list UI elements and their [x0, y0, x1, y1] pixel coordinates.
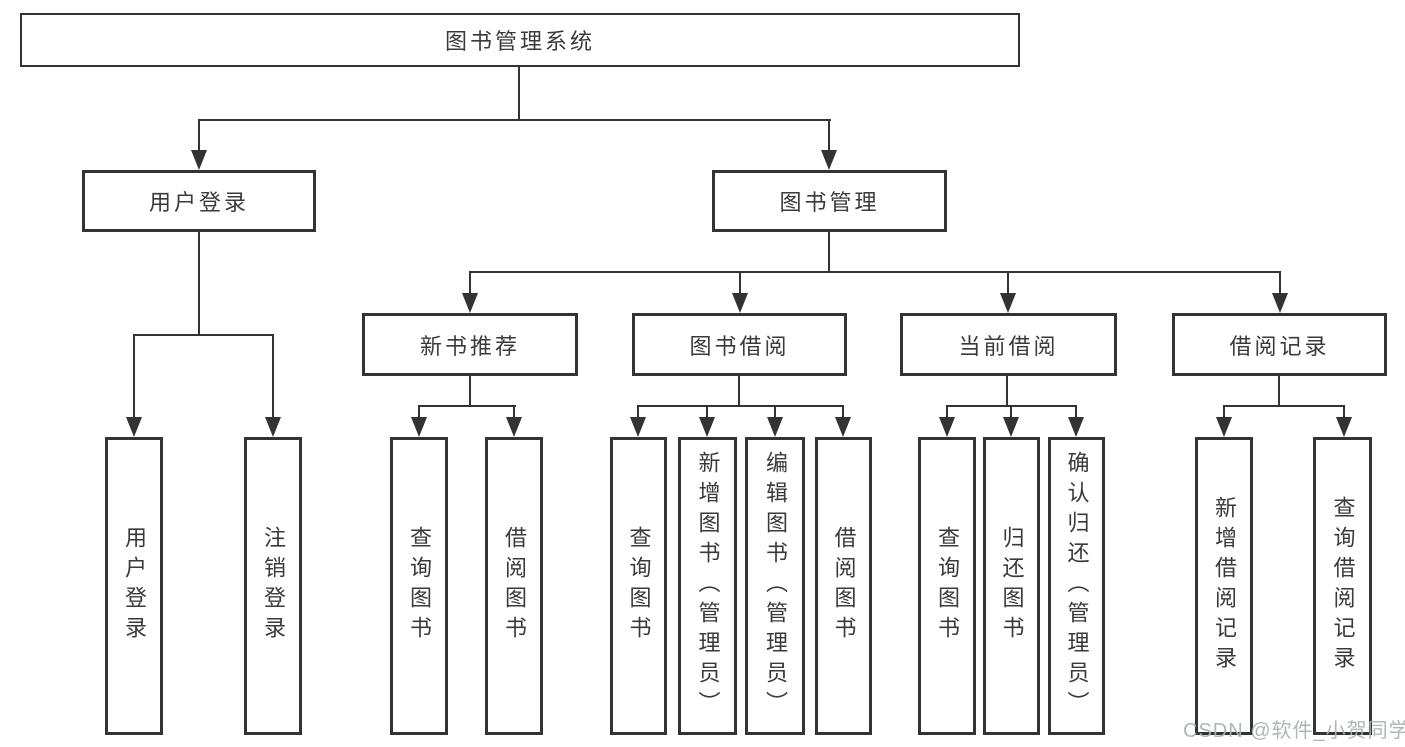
node-current-borrow: 当前借阅 [900, 313, 1117, 376]
watermark: CSDN @软件_小贺同学 [1183, 720, 1405, 742]
node-label: 新书推荐 [419, 333, 520, 359]
node-logout: 注销登录 [244, 437, 302, 735]
connector-line [1007, 271, 1009, 296]
connector-line [418, 405, 516, 407]
connector-line [272, 334, 274, 420]
node-user-login: 用户登录 [82, 170, 316, 232]
connector-line [469, 271, 1281, 273]
connector-line [198, 119, 200, 153]
node-library-system: 图书管理系统 [20, 13, 1020, 67]
node-edit-books-admin: 编辑图书（管理员） [745, 437, 805, 735]
arrow-down-icon [126, 417, 142, 437]
connector-line [513, 405, 515, 421]
node-query-borrow-record: 查询借阅记录 [1313, 437, 1372, 735]
node-label: 编辑图书（管理员） [763, 451, 788, 721]
node-label: 归还图书 [999, 526, 1025, 646]
node-label: 用户登录 [148, 190, 249, 215]
node-add-borrow-record: 新增借阅记录 [1195, 437, 1253, 735]
connector-line [828, 232, 830, 273]
arrow-down-icon [191, 150, 207, 170]
arrow-down-icon [630, 417, 646, 437]
arrow-down-icon [767, 417, 783, 437]
node-query-books: 查询图书 [610, 437, 667, 735]
node-book-management: 图书管理 [712, 170, 947, 232]
arrow-down-icon [1003, 417, 1019, 437]
node-label: 借阅记录 [1229, 333, 1330, 359]
node-label: 新增借阅记录 [1212, 496, 1237, 676]
node-confirm-return-admin: 确认归还（管理员） [1048, 437, 1105, 735]
connector-line [469, 271, 471, 296]
connector-line [637, 405, 639, 421]
connector-line [518, 67, 520, 120]
arrow-down-icon [411, 417, 427, 437]
arrow-down-icon [462, 293, 478, 313]
node-label: 借阅图书 [502, 526, 527, 646]
connector-line [637, 405, 844, 407]
node-label: 确认归还（管理员） [1064, 451, 1090, 721]
connector-line [1223, 405, 1225, 421]
node-label: 查询图书 [935, 526, 960, 646]
connector-line [469, 376, 471, 407]
arrow-down-icon [732, 293, 748, 313]
node-label: 查询图书 [626, 526, 652, 646]
node-book-borrow: 图书借阅 [632, 313, 847, 376]
node-label: 当前借阅 [958, 333, 1059, 359]
node-user-login-leaf: 用户登录 [105, 437, 163, 735]
connector-line [1343, 405, 1345, 421]
node-add-books-admin: 新增图书（管理员） [678, 437, 737, 735]
node-label: 图书管理系统 [444, 29, 595, 54]
node-query-books: 查询图书 [390, 437, 448, 735]
node-borrow-records: 借阅记录 [1172, 313, 1387, 376]
connector-line [1223, 405, 1345, 407]
node-label: 查询借阅记录 [1330, 496, 1356, 676]
connector-line [198, 119, 831, 121]
arrow-down-icon [835, 417, 851, 437]
connector-line [946, 405, 948, 421]
connector-line [842, 405, 844, 421]
node-borrow-books: 借阅图书 [485, 437, 543, 735]
connector-line [774, 405, 776, 421]
connector-line [706, 405, 708, 421]
node-label: 图书管理 [779, 190, 880, 215]
arrow-down-icon [1336, 417, 1352, 437]
connector-line [1075, 405, 1077, 421]
node-borrow-books: 借阅图书 [815, 437, 872, 735]
arrow-down-icon [699, 417, 715, 437]
connector-line [418, 405, 420, 421]
node-new-book-recommend: 新书推荐 [362, 313, 578, 376]
node-label: 用户登录 [122, 526, 147, 646]
arrow-down-icon [1000, 293, 1016, 313]
node-query-books: 查询图书 [918, 437, 976, 735]
connector-line [739, 271, 741, 296]
node-label: 注销登录 [261, 526, 286, 646]
connector-line [198, 232, 200, 336]
connector-line [1279, 271, 1281, 296]
arrow-down-icon [265, 417, 281, 437]
arrow-down-icon [1216, 417, 1232, 437]
arrow-down-icon [506, 417, 522, 437]
arrow-down-icon [1068, 417, 1084, 437]
connector-line [828, 119, 830, 153]
connector-line [1006, 376, 1008, 407]
connector-line [1278, 376, 1280, 407]
connector-line [1010, 405, 1012, 421]
node-label: 查询图书 [407, 526, 432, 646]
node-label: 借阅图书 [831, 526, 857, 646]
node-label: 新增图书（管理员） [695, 451, 721, 721]
node-label: 图书借阅 [689, 333, 790, 359]
connector-line [738, 376, 740, 407]
arrow-down-icon [1272, 293, 1288, 313]
node-return-books: 归还图书 [983, 437, 1040, 735]
connector-line [133, 334, 135, 420]
connector-line [133, 334, 274, 336]
arrow-down-icon [939, 417, 955, 437]
arrow-down-icon [821, 150, 837, 170]
